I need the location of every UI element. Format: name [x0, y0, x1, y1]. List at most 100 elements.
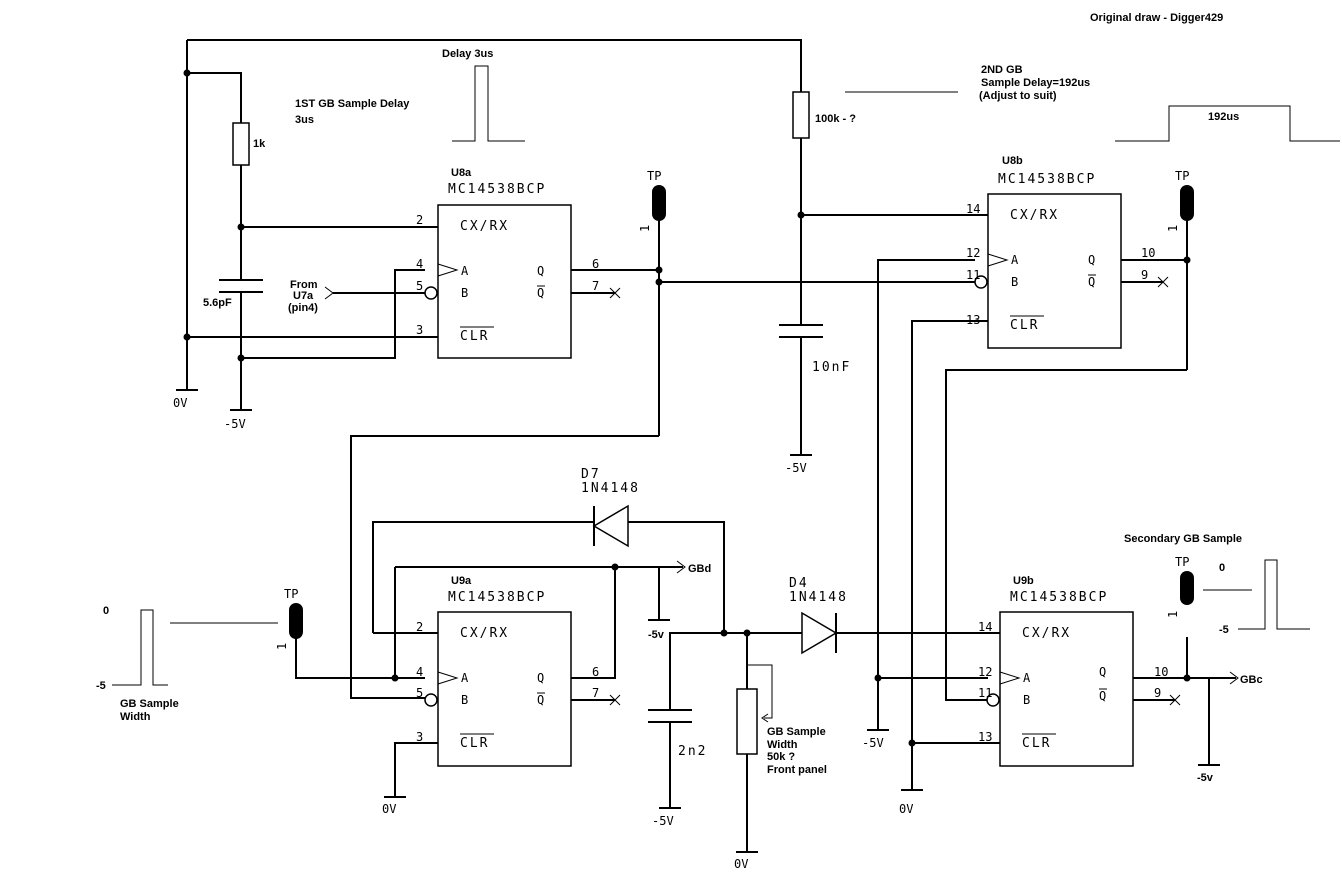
resistor-value: 100k - ?	[815, 113, 856, 125]
pin-label-clr: CLR	[1022, 736, 1051, 751]
pin-num: 10	[1154, 665, 1168, 679]
waveform-secondary	[1238, 559, 1310, 630]
net-label-gbc: GBc	[1240, 674, 1263, 686]
pin-num: 10	[1141, 246, 1155, 260]
note-from: From	[290, 279, 318, 291]
no-connect-marker	[609, 276, 1181, 706]
pin-num: 13	[966, 313, 980, 327]
note-width: GB Sample	[120, 698, 179, 710]
potentiometer: GB Sample Width 50k ? Front panel	[736, 688, 827, 776]
neg5-symbol: -5v	[648, 619, 670, 641]
credit-text: Original draw - Digger429	[1090, 12, 1223, 24]
pot-label: GB Sample	[767, 726, 826, 738]
neg5-symbol: -5V	[785, 454, 812, 475]
rail-label: 0V	[382, 802, 396, 816]
capacitor-value: 5.6pF	[203, 297, 232, 309]
rail-label: -5v	[1197, 772, 1214, 784]
note-second: 2ND GB	[981, 64, 1023, 76]
pin-label-qbar: Q	[1088, 275, 1095, 289]
testpoint: TP 1	[1166, 169, 1194, 232]
resistor-value: 1k	[253, 138, 266, 150]
neg5-symbol: -5V	[652, 807, 681, 828]
rail-label: -5V	[224, 417, 246, 431]
pin-num: 2	[416, 213, 423, 227]
note-width-zero: 0	[103, 605, 109, 617]
rail-label: 0V	[899, 802, 913, 816]
testpoint-label: TP	[647, 169, 661, 183]
pin-num: 4	[416, 257, 423, 271]
pin-label-b: B	[461, 693, 468, 707]
testpoint: TP 1	[638, 169, 666, 232]
rail-label: -5V	[652, 814, 674, 828]
pin-num: 13	[978, 730, 992, 744]
pin-num: 7	[592, 279, 599, 293]
pin-label-a: A	[461, 264, 469, 278]
testpoint-pin: 1	[638, 225, 652, 232]
chip-ref: U9b	[1013, 575, 1034, 587]
diode-part: 1N4148	[789, 590, 848, 605]
pin-label-b: B	[461, 286, 468, 300]
testpoint-pin: 1	[275, 643, 289, 650]
testpoint-label: TP	[1175, 555, 1189, 569]
pin-num: 4	[416, 665, 423, 679]
note-second: (Adjust to suit)	[979, 90, 1057, 102]
note-from: (pin4)	[288, 302, 318, 314]
pin-label-q: Q	[1099, 665, 1106, 679]
pin-num: 11	[978, 686, 992, 700]
chip-part: MC14538BCP	[1010, 590, 1108, 605]
note-first-delay: 1ST GB Sample Delay	[295, 98, 410, 110]
chip-part: MC14538BCP	[448, 590, 546, 605]
chip-ref: U9a	[451, 575, 472, 587]
testpoint-label: TP	[284, 587, 298, 601]
chip-u9b: U9b MC14538BCP CX/RX A B CLR Q Q 14 12 1…	[978, 575, 1168, 767]
pin-label-qbar: Q	[537, 286, 544, 300]
ground-symbol: 0V	[734, 851, 758, 871]
pin-label-a: A	[461, 671, 469, 685]
pin-label-q: Q	[537, 671, 544, 685]
pin-label-clr: CLR	[460, 329, 489, 344]
pin-label-q: Q	[537, 264, 544, 278]
pin-label-cxrx: CX/RX	[460, 219, 509, 234]
pot-label: Front panel	[767, 764, 827, 776]
note-sec-neg: -5	[1219, 624, 1229, 636]
pin-num: 2	[416, 620, 423, 634]
pot-label: Width	[767, 739, 798, 751]
pin-num: 12	[966, 246, 980, 260]
rail-label: -5V	[862, 736, 884, 750]
pin-label-q: Q	[1088, 253, 1095, 267]
chip-ref: U8a	[451, 167, 472, 179]
chip-u9a: U9a MC14538BCP CX/RX A B CLR Q Q 2 4 5 3…	[416, 575, 599, 767]
rail-label: -5V	[785, 461, 807, 475]
neg5-symbol: -5v	[1197, 764, 1220, 784]
resistor-1k: 1k	[232, 122, 266, 166]
chip-ref: U8b	[1002, 155, 1023, 167]
note-pulse-192: 192us	[1208, 111, 1239, 123]
diode-part: 1N4148	[581, 481, 640, 496]
diode-d7: D7 1N4148	[581, 467, 640, 548]
pin-num: 5	[416, 279, 423, 293]
resistor-100k: 100k - ?	[792, 91, 856, 139]
note-secondary: Secondary GB Sample	[1124, 533, 1242, 545]
bottom-wiring	[295, 521, 1239, 852]
chip-u8b: U8b MC14538BCP CX/RX A B CLR Q Q 14 12 1…	[966, 155, 1155, 349]
chip-part: MC14538BCP	[448, 182, 546, 197]
testpoint-pin: 1	[1166, 225, 1180, 232]
pin-label-b: B	[1011, 275, 1018, 289]
neg5-symbol: -5V	[862, 729, 889, 750]
pin-num: 6	[592, 257, 599, 271]
neg5-symbol: -5V	[224, 409, 252, 431]
ground-symbol: 0V	[382, 796, 406, 816]
testpoint: TP 1	[1166, 555, 1194, 618]
pin-label-cxrx: CX/RX	[1010, 208, 1059, 223]
chip-u8a: U8a MC14538BCP CX/RX A B CLR Q Q 2 4 5 3…	[416, 167, 599, 359]
pin-label-qbar: Q	[537, 693, 544, 707]
pin-num: 14	[978, 620, 992, 634]
diode-ref: D4	[789, 576, 809, 591]
pin-label-b: B	[1023, 693, 1030, 707]
pin-num: 5	[416, 686, 423, 700]
note-from: U7a	[293, 290, 314, 302]
pin-label-a: A	[1011, 253, 1019, 267]
chip-part: MC14538BCP	[998, 172, 1096, 187]
pin-num: 9	[1154, 686, 1161, 700]
pin-num: 14	[966, 202, 980, 216]
